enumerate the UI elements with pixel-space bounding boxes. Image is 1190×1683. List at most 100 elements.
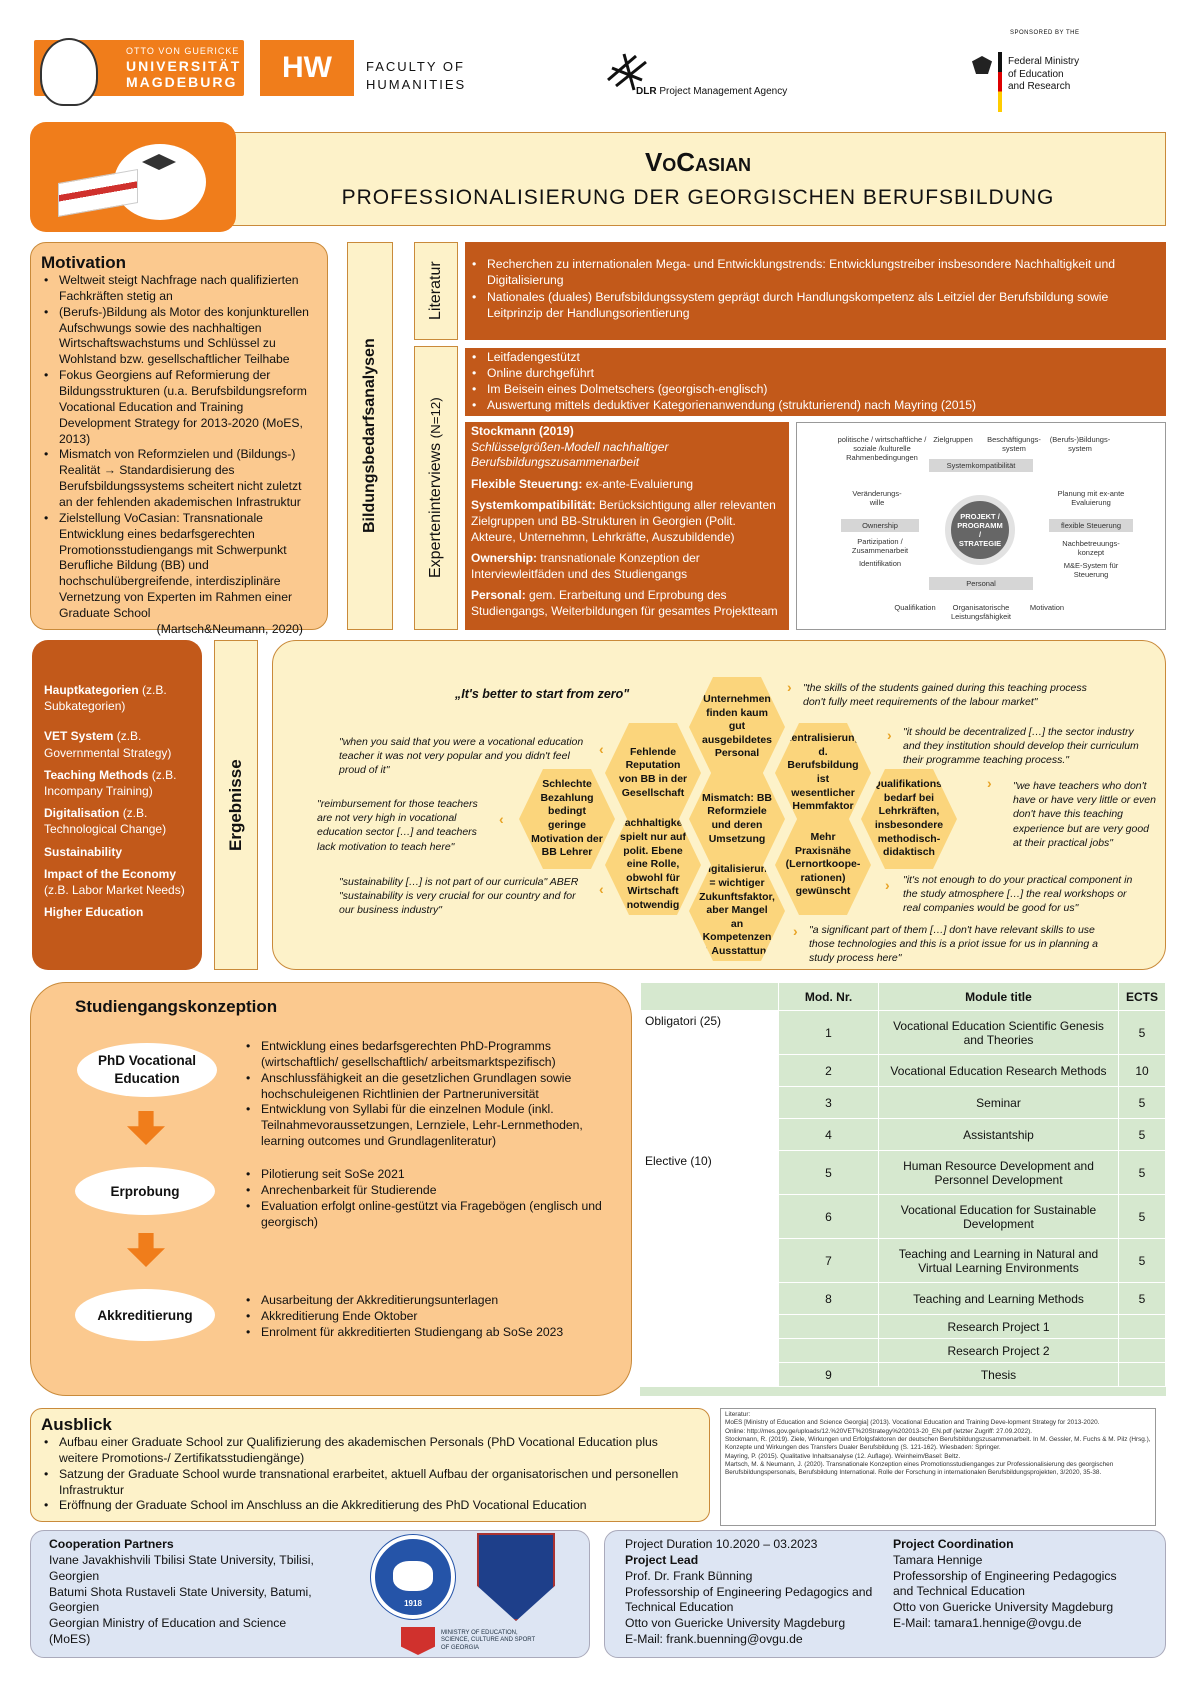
hex-finding: Digitalisierung = wichtiger Zukunftsfakt… [689, 861, 785, 961]
project-box: Project Duration 10.2020 – 03.2023 Proje… [604, 1530, 1166, 1658]
hex-finding: Qualifikations- bedarf bei Lehrkräften, … [861, 769, 957, 869]
hex-finding: Mismatch: BB Reformziele und deren Umset… [689, 769, 785, 869]
quote: "it's not enough to do your practical co… [903, 874, 1133, 915]
module-ects: 5 [1118, 1194, 1166, 1239]
chevron-right-icon: › [885, 877, 890, 893]
module-ects: 5 [1118, 1282, 1166, 1315]
module-nr: 3 [778, 1086, 879, 1119]
col-ects: ECTS [1118, 982, 1166, 1011]
col-mod-nr: Mod. Nr. [778, 982, 879, 1011]
bsu-crest-icon [477, 1533, 555, 1621]
coord-line: Professorship of Engineering Pedagogics … [893, 1568, 1117, 1599]
arrow-down-icon [127, 1111, 165, 1145]
pe-text: gem. Erarbeitung und Erprobung des Studi… [471, 588, 778, 618]
module-nr: 1 [778, 1010, 879, 1055]
experten-label: Experteninterviews (N=12) [414, 346, 458, 630]
faculty-line1: FACULTY OF [366, 59, 465, 74]
cat-s: (z.B. Incompany Training) [44, 767, 177, 798]
module-nr [778, 1314, 879, 1339]
cat-h: Higher Education [44, 905, 144, 920]
erprobung-item: Anrechenbarkeit für Studierende [243, 1183, 613, 1199]
module-title: Assistantship [878, 1118, 1119, 1151]
dlr-text: DLR [636, 86, 657, 97]
diag-t4: (Berufs-)Bildungs- system [1049, 435, 1111, 453]
ovgu-mid: UNIVERSITÄT [126, 58, 242, 74]
bedarf-text: Bildungsbedarfsanalysen [361, 338, 378, 534]
page-title: VoCasian [644, 147, 752, 177]
moes-logo: MINISTRY OF EDUCATION, SCIENCE, CULTURE … [401, 1627, 541, 1655]
cat-intro-h: Hauptkategorien [44, 683, 139, 697]
diag-t1: politische / wirtschaftliche / soziale /… [837, 435, 927, 462]
flag-ribbon-icon [58, 168, 138, 218]
bmbf-line3: and Research [1008, 81, 1071, 92]
phd-item: Entwicklung von Syllabi für die einzelne… [243, 1102, 613, 1150]
chevron-left-icon: ‹ [599, 881, 604, 897]
ref-line: Mayring, P. (2015). Qualitative Inhaltsa… [725, 1452, 961, 1460]
cat-h: Teaching Methods [44, 767, 149, 782]
motivation-box: Motivation Weltweit steigt Nachfrage nac… [30, 242, 328, 636]
ref-line: Literatur: [725, 1411, 751, 1418]
module-title: Thesis [878, 1362, 1119, 1387]
categories-intro: Hauptkategorien (z.B. Subkategorien) [44, 682, 192, 714]
references-box: Literatur: MoES [Ministry of Education a… [720, 1408, 1156, 1526]
quote: "we have teachers who don't have or have… [1013, 780, 1156, 849]
results-headline: „It's better to start from zero" [455, 687, 630, 701]
lead-line: Otto von Guericke University Magdeburg [625, 1616, 846, 1631]
diag-b1: Qualifikation [894, 603, 936, 612]
cat-h: VET System [44, 729, 114, 744]
ow-head: Ownership: [471, 551, 538, 566]
bmbf-line1: Federal Ministry [1008, 56, 1080, 67]
module-grid: Mod. Nr. Module title ECTS Obligatori (2… [640, 982, 1166, 1387]
phd-list: Entwicklung eines bedarfsgerechten PhD-P… [243, 1039, 613, 1150]
outlook-item: Aufbau einer Graduate School zur Qualifi… [41, 1435, 699, 1467]
emblem-box [30, 122, 236, 232]
experten-n: (N=12) [428, 397, 443, 439]
diag-r1: Planung mit ex-ante Evaluierung [1057, 489, 1125, 507]
ergebnisse-text: Ergebnisse [226, 759, 245, 851]
literatur-item: Nationales (duales) Berufsbildungssystem… [469, 289, 1156, 322]
chevron-left-icon: ‹ [599, 741, 604, 757]
study-box: Studiengangskonzeption PhD Vocational Ed… [30, 982, 632, 1396]
module-nr: 4 [778, 1118, 879, 1151]
bedarf-label: Bildungsbedarfsanalysen [347, 242, 393, 630]
module-nr: 5 [778, 1150, 879, 1195]
module-ects [1118, 1314, 1166, 1339]
sk-head: Systemkompatibilität: [471, 498, 596, 513]
partners-box: Cooperation Partners Ivane Javakhishvili… [30, 1530, 590, 1658]
german-flag-bar [998, 52, 1002, 112]
hw-logo: HW [260, 40, 354, 96]
table-header-row: Mod. Nr. Module title ECTS [640, 982, 1166, 1011]
outlook-list: Aufbau einer Graduate School zur Qualifi… [41, 1435, 699, 1514]
hex-finding: Schlechte Bezahlung bedingt geringe Moti… [519, 769, 615, 869]
coord-email[interactable]: E-Mail: tamara1.hennige@ovgu.de [893, 1616, 1082, 1631]
motivation-item: Zielstellung VoCasian: Transnationale En… [41, 511, 317, 622]
stockmann-box: Stockmann (2019) Schlüsselgrößen-Modell … [465, 422, 789, 630]
akk-item: Akkreditierung Ende Oktober [243, 1309, 613, 1325]
lead-heading: Project Lead [625, 1552, 699, 1567]
project-lead: Project Lead Prof. Dr. Frank Bünning Pro… [625, 1553, 893, 1648]
quote: "sustainability […] is not part of our c… [339, 876, 579, 917]
diag-r3: M&E-System für Steuerung [1063, 561, 1119, 579]
study-heading: Studiengangskonzeption [75, 997, 278, 1016]
coord-heading: Project Coordination [893, 1536, 1014, 1551]
lead-email[interactable]: E-Mail: frank.buenning@ovgu.de [625, 1632, 803, 1647]
ergebnisse-label: Ergebnisse [214, 640, 258, 970]
module-nr: 9 [778, 1362, 879, 1387]
interview-item: Auswertung mittels deduktiver Kategorien… [469, 398, 1156, 414]
seal-year: 1918 [404, 1599, 422, 1608]
eagle-icon [972, 56, 992, 74]
interviews-list: Leitfadengestützt Online durchgeführt Im… [469, 350, 1156, 413]
coord-line: Otto von Guericke University Magdeburg [893, 1600, 1114, 1615]
chevron-right-icon: › [987, 775, 992, 791]
faculty-line2: HUMANITIES [366, 76, 467, 92]
group-col-header [640, 982, 779, 1011]
category-item: VET System (z.B. Governmental Strategy) [44, 728, 192, 760]
diag-b2: Organisatorische Leistungsfähigkeit [950, 603, 1012, 621]
cat-s: (z.B. Labor Market Needs) [44, 882, 185, 897]
cat-h: Digitalisation [44, 806, 120, 821]
